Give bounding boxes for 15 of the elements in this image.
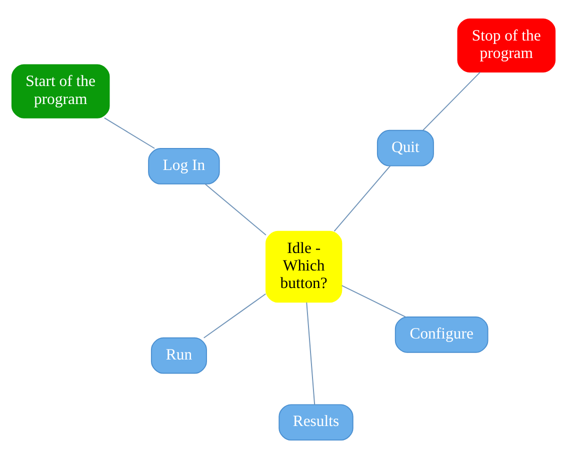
connector (204, 182, 266, 235)
connector (306, 301, 316, 405)
node-box: Log In (148, 148, 220, 184)
connector (104, 116, 156, 148)
connector (422, 71, 481, 130)
connector (341, 284, 406, 317)
connector (203, 292, 266, 338)
node-box: Quit (376, 129, 434, 166)
node-box: Run (150, 336, 207, 374)
connector (334, 164, 391, 232)
node-box: Results (278, 404, 354, 440)
node-box: Idle - Which button? (266, 230, 342, 302)
node-box: Stop of the program (457, 18, 556, 72)
node-box: Configure (394, 316, 488, 352)
node-box: Start of the program (11, 64, 110, 118)
